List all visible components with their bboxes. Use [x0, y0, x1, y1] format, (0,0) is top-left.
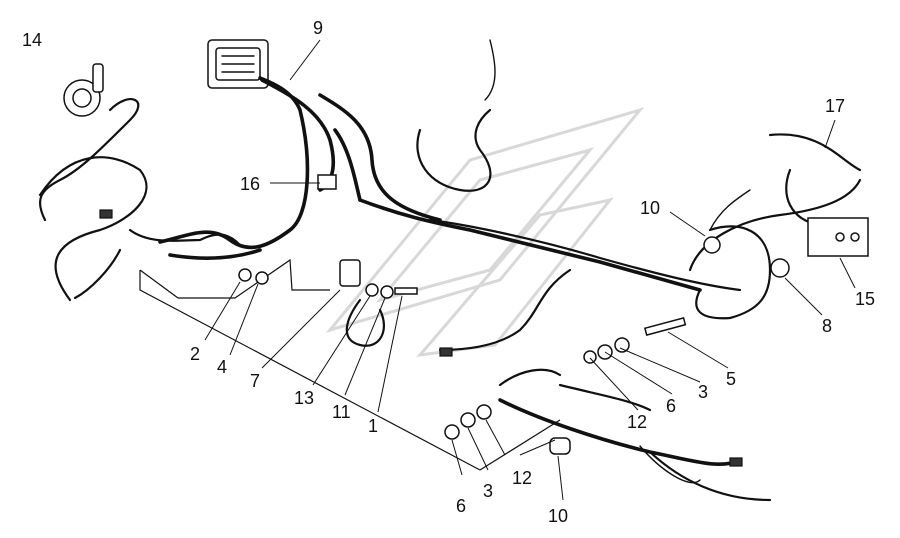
- callout-10-upper: 10: [640, 198, 660, 218]
- horn-part: [63, 63, 104, 117]
- callout-3-upper: 3: [698, 382, 708, 402]
- callout-4: 4: [217, 357, 227, 377]
- callout-12-upper: 12: [627, 412, 647, 432]
- callout-15: 15: [855, 289, 875, 309]
- sender-8: [770, 258, 790, 278]
- callout-9: 9: [313, 18, 323, 38]
- control-unit-connector: [207, 39, 269, 89]
- relay-16: [317, 174, 337, 190]
- callout-6-upper: 6: [666, 396, 676, 416]
- callout-10-lower: 10: [548, 506, 568, 526]
- nut-2: [238, 268, 252, 282]
- washer-4: [255, 271, 269, 285]
- washer-12-lower: [476, 404, 492, 420]
- washer-3-lower: [460, 412, 476, 428]
- small-parts: [99, 174, 869, 467]
- washer-6-upper: [614, 337, 630, 353]
- callout-6-lower: 6: [456, 496, 466, 516]
- callout-12-lower: 12: [512, 468, 532, 488]
- callout-5: 5: [726, 369, 736, 389]
- sensor-7: [339, 259, 361, 287]
- leader-lines: [204, 39, 856, 501]
- callout-8: 8: [822, 316, 832, 336]
- callout-16: 16: [240, 174, 260, 194]
- nut-11: [380, 285, 394, 299]
- callout-2: 2: [190, 344, 200, 364]
- callout-1: 1: [368, 416, 378, 436]
- grommet-10-upper: [703, 236, 721, 254]
- callout-17: 17: [825, 96, 845, 116]
- mounting-board-outline: [139, 258, 561, 471]
- callout-13: 13: [294, 388, 314, 408]
- callout-11: 11: [332, 402, 351, 422]
- callout-7: 7: [250, 371, 260, 391]
- grommet-10-lower: [549, 437, 571, 455]
- bolt-5: [643, 317, 687, 336]
- callout-3-lower: 3: [483, 481, 493, 501]
- callout-labels: 14 9 16 17 10 15 8 5 3 6 12 2 4 7 13 11 …: [22, 18, 875, 526]
- callout-14: 14: [22, 30, 42, 50]
- bolt-1: [394, 287, 418, 295]
- washer-3-upper: [583, 350, 597, 364]
- washer-13: [365, 283, 379, 297]
- nut-6-lower: [444, 424, 460, 440]
